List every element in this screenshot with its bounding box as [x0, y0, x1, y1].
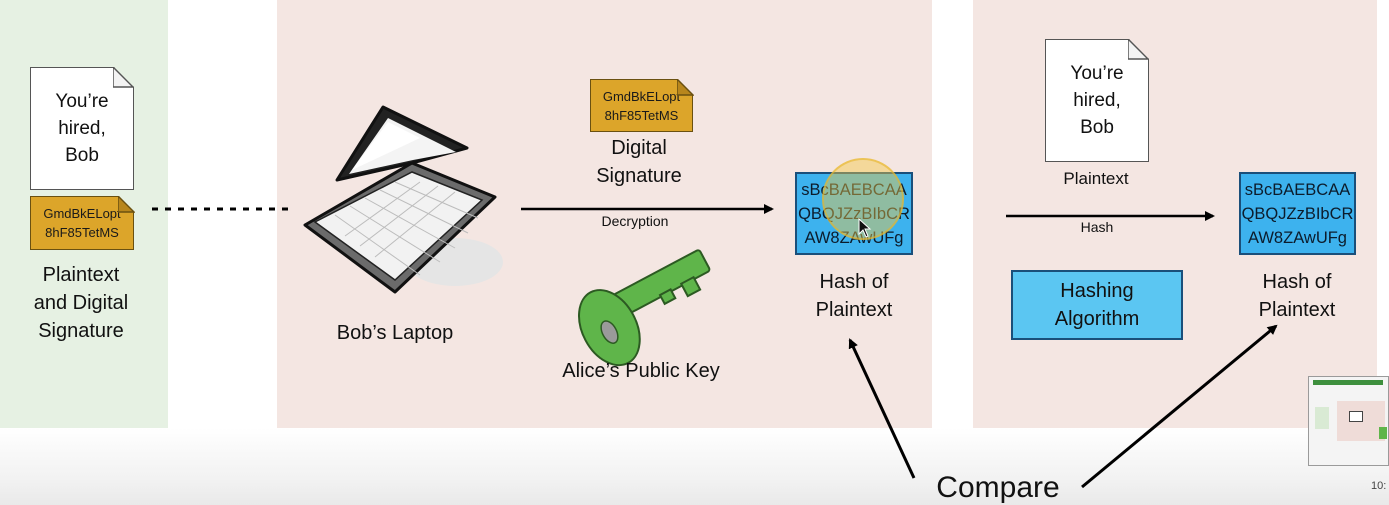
- plaintext-signature-caption: Plaintext and Digital Signature: [33, 264, 129, 342]
- hashing-algorithm-label: Hashing Algorithm: [1054, 280, 1140, 330]
- middle-signature-card: GmdBkELopt 8hF85TetMS: [590, 79, 693, 132]
- computed-hash-text: sBcBAEBCAA QBQJZzBIbCR AW8ZAwUFg: [1241, 180, 1354, 247]
- received-plaintext-document: You’re hired, Bob: [1045, 39, 1149, 162]
- thumbnail-laptop-icon: [1349, 411, 1363, 422]
- received-document-fold-icon: [1128, 39, 1149, 60]
- computed-hash-box: sBcBAEBCAA QBQJZzBIbCR AW8ZAwUFg: [1239, 172, 1356, 255]
- public-key-label: Alice’s Public Key: [562, 360, 720, 382]
- key-icon: [578, 249, 711, 367]
- laptop-label: Bob’s Laptop: [336, 322, 454, 344]
- digital-signature-card: GmdBkELopt 8hF85TetMS: [30, 196, 134, 250]
- decryption-label: Decryption: [601, 213, 669, 229]
- plaintext-document: You’re hired, Bob: [30, 67, 134, 190]
- video-thumbnail[interactable]: [1308, 376, 1389, 466]
- thumbnail-title-bar: [1313, 380, 1383, 385]
- signature-fold-icon: [118, 196, 135, 213]
- thumbnail-left-panel: [1315, 407, 1329, 429]
- laptop-icon: [303, 105, 503, 294]
- bottom-band: [0, 428, 1389, 505]
- mouse-pointer-icon: [858, 218, 872, 238]
- middle-signature-text: GmdBkELopt 8hF85TetMS: [602, 88, 681, 123]
- middle-signature-fold-icon: [677, 79, 694, 96]
- thumbnail-key-icon: [1379, 427, 1387, 439]
- document-fold-icon: [113, 67, 134, 88]
- hash-arrow-label: Hash: [1080, 219, 1114, 235]
- computed-hash-caption: Hash of Plaintext: [1258, 271, 1336, 321]
- digital-signature-text: GmdBkELopt 8hF85TetMS: [43, 206, 121, 240]
- video-timestamp: 10:: [1371, 480, 1387, 492]
- compare-arrow-left: [848, 338, 916, 479]
- compare-arrow-right: [1081, 324, 1278, 489]
- received-plaintext-text: You’re hired, Bob: [1070, 63, 1124, 138]
- plaintext-caption: Plaintext: [1063, 169, 1129, 188]
- digital-signature-caption: Digital Signature: [596, 137, 682, 187]
- decrypted-hash-caption: Hash of Plaintext: [815, 271, 893, 321]
- compare-label: Compare: [936, 471, 1060, 504]
- hashing-algorithm-box: Hashing Algorithm: [1011, 270, 1183, 340]
- plaintext-document-text: You’re hired, Bob: [55, 91, 109, 166]
